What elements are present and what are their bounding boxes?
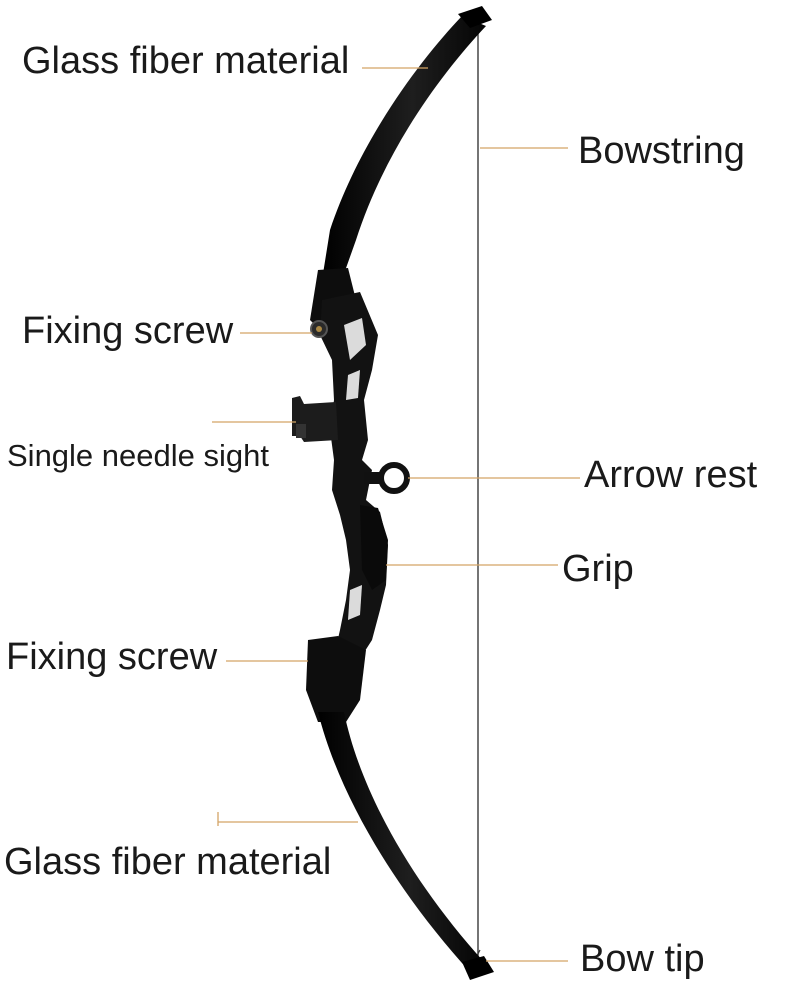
riser-cutout-lower [348, 585, 362, 620]
arrow-rest-mount [364, 472, 384, 484]
grip-shape [360, 505, 388, 590]
arrow-rest-ring [378, 462, 410, 494]
riser-cutout-middle [346, 370, 360, 400]
label-glass-fiber-top: Glass fiber material [22, 40, 350, 82]
label-arrow-rest: Arrow rest [584, 454, 758, 496]
label-single-needle-sight: Single needle sight [7, 438, 269, 473]
label-fixing-screw-top: Fixing screw [22, 310, 234, 352]
label-glass-fiber-bottom: Glass fiber material [4, 841, 332, 883]
label-bowstring: Bowstring [578, 130, 745, 172]
lower-limb [318, 712, 484, 972]
lower-limb-pocket [306, 636, 366, 722]
fixing-screw-top-center [316, 326, 322, 332]
leader-lines [212, 67, 580, 962]
label-bow-tip: Bow tip [580, 938, 705, 980]
riser-cutout-upper [344, 318, 366, 360]
top-bow-tip [458, 6, 492, 28]
sight-pin-housing [296, 424, 306, 438]
upper-limb [322, 16, 486, 285]
label-fixing-screw-bottom: Fixing screw [6, 636, 218, 678]
bottom-bow-tip [462, 956, 494, 980]
label-grip: Grip [562, 548, 634, 590]
